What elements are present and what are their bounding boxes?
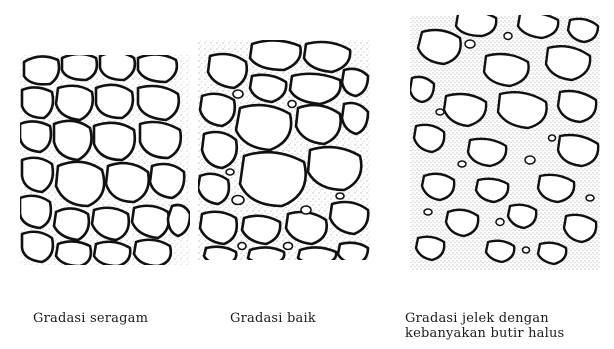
caption-uniform-gradation: Gradasi seragam <box>33 311 148 326</box>
caption-poor-gradation-line2: kebanyakan butir halus <box>405 326 564 341</box>
panel-poor-gradation-fines <box>410 12 600 270</box>
caption-well-gradation: Gradasi baik <box>230 311 316 326</box>
caption-poor-gradation: Gradasi jelek dengan kebanyakan butir ha… <box>405 311 564 341</box>
caption-poor-gradation-line1: Gradasi jelek dengan <box>405 311 564 326</box>
panel-well-gradation <box>198 40 370 264</box>
panel-uniform-gradation <box>20 52 190 266</box>
